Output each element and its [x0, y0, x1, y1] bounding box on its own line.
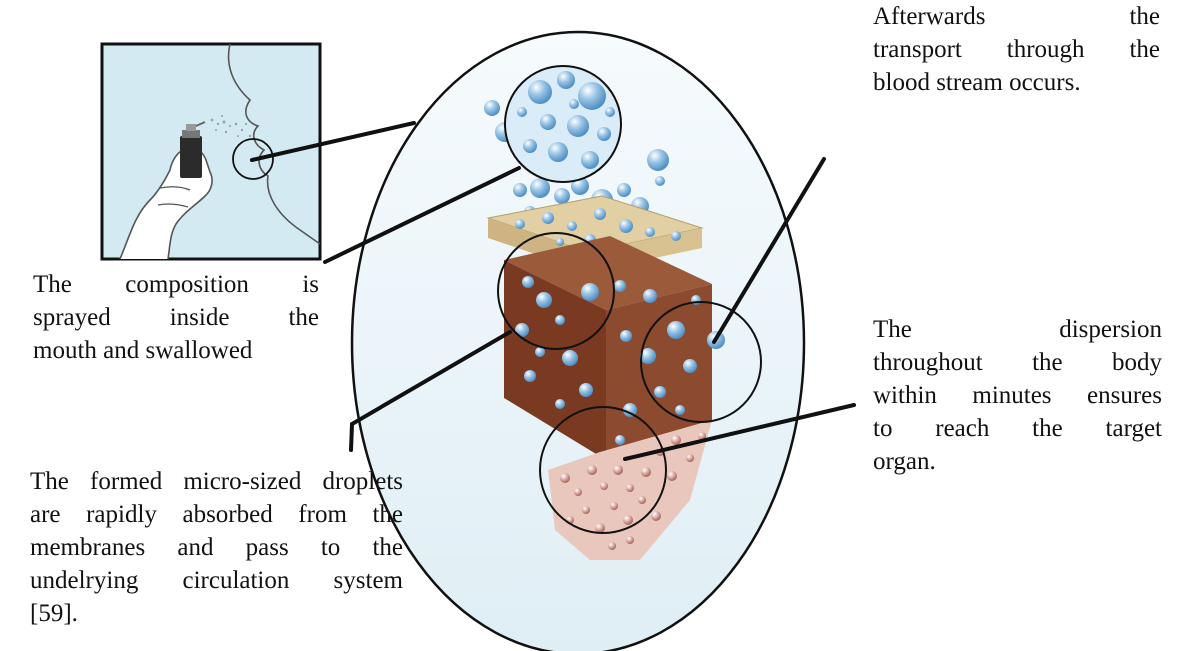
caption-absorbed-line-4: undelrying circulation system [30, 564, 403, 597]
caption-dispersion-line-3: within minutes ensures [873, 379, 1162, 412]
caption-transport: Afterwards the transport through the blo… [873, 0, 1160, 99]
zoom-circle-droplets [505, 66, 621, 182]
caption-dispersion-line-5: organ. [873, 445, 1162, 478]
caption-dispersion-line-4: to reach the target [873, 412, 1162, 445]
caption-sprayed-line-2: sprayed inside the [33, 301, 319, 334]
caption-dispersion-line-2: throughout the body [873, 346, 1162, 379]
magnified-view [352, 32, 804, 651]
caption-absorbed: The formed micro-sized droplets are rapi… [30, 465, 403, 630]
caption-absorbed-line-5: [59]. [30, 597, 403, 630]
caption-dispersion: The dispersion throughout the body withi… [873, 313, 1162, 478]
caption-sprayed-line-1: The composition is [33, 268, 319, 301]
caption-transport-line-3: blood stream occurs. [873, 66, 1160, 99]
caption-sprayed: The composition is sprayed inside the mo… [33, 268, 319, 367]
caption-absorbed-line-1: The formed micro-sized droplets [30, 465, 403, 498]
caption-transport-line-2: transport through the [873, 33, 1160, 66]
caption-sprayed-line-3: mouth and swallowed [33, 334, 319, 367]
caption-absorbed-line-3: membranes and pass to the [30, 531, 403, 564]
caption-transport-line-1: Afterwards the [873, 0, 1160, 33]
caption-dispersion-line-1: The dispersion [873, 313, 1162, 346]
caption-absorbed-line-2: are rapidly absorbed from the [30, 498, 403, 531]
